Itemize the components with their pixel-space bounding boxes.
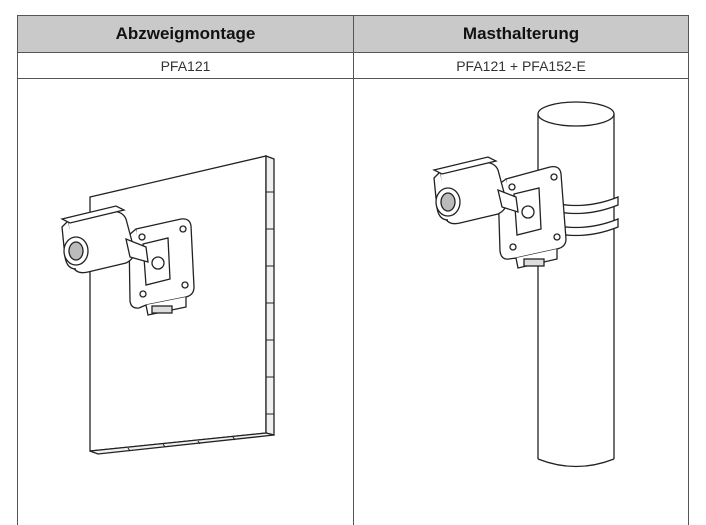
- column-header-junction-mount: Abzweigmontage: [17, 15, 354, 53]
- wall-mount-cell: [17, 79, 354, 525]
- pole-mount-cell: [353, 79, 689, 525]
- column-header-pole-mount: Masthalterung: [353, 15, 689, 53]
- model-label-pole-mount: PFA121 + PFA152-E: [353, 53, 689, 79]
- mounting-table: Abzweigmontage Masthalterung PFA121 PFA1…: [17, 15, 689, 525]
- wall-mount-camera-illustration: [60, 155, 275, 455]
- model-label-junction-mount: PFA121: [17, 53, 354, 79]
- pole-mount-camera-illustration: [432, 101, 619, 468]
